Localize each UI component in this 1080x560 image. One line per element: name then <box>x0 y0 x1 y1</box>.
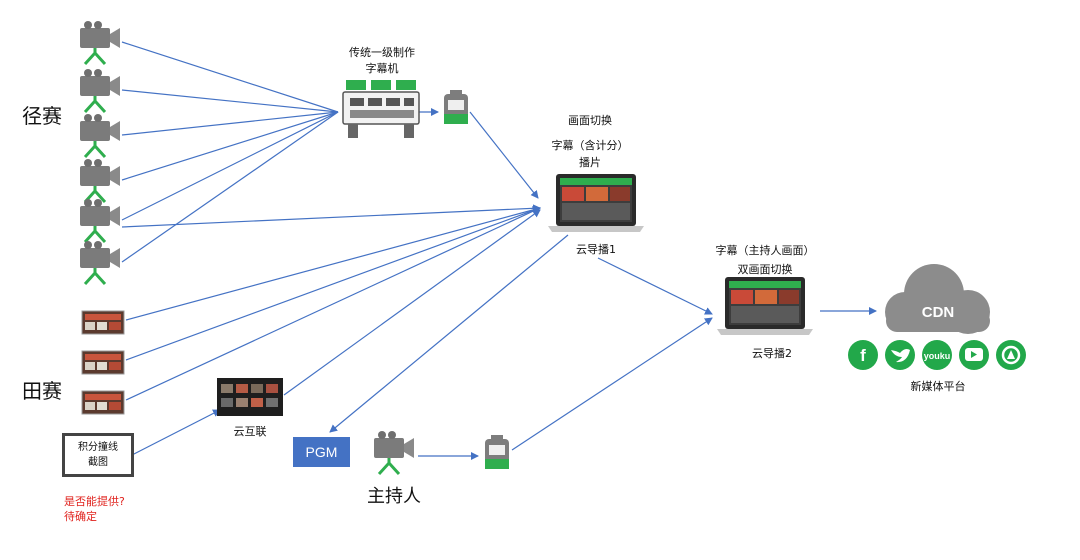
score-box-line1: 积分撞线 <box>78 442 118 453</box>
field-group-label: 田赛 <box>22 379 62 403</box>
director1-note-captions: 字幕（含计分） <box>551 139 629 152</box>
director1-note-playback: 播片 <box>579 156 601 169</box>
caption-machine-icon <box>342 80 420 138</box>
cloud-link-label: 云互联 <box>233 425 267 438</box>
track-group-label: 径赛 <box>22 104 62 128</box>
director1-note-switch: 画面切换 <box>568 114 612 127</box>
cloud-director-2-laptop-icon <box>717 277 813 335</box>
encoder-icon <box>444 90 468 124</box>
camera-icon <box>78 239 122 286</box>
track-cameras <box>78 19 122 286</box>
host-camera-icon <box>372 429 416 476</box>
youku-icon <box>922 340 952 370</box>
cdn-label: CDN <box>922 304 955 321</box>
platform-glyph: youku <box>924 351 951 361</box>
connector-lines <box>121 41 877 460</box>
question-note-line1: 是否能提供? <box>64 495 125 508</box>
video-thumbnail <box>81 350 125 375</box>
score-box-line2: 截图 <box>88 457 108 468</box>
score-screenshot-box: 积分撞线 截图 <box>62 433 134 477</box>
camera-icon <box>78 157 122 204</box>
question-note-line2: 待确定 <box>64 510 97 523</box>
new-media-platform-label: 新媒体平台 <box>910 380 966 393</box>
director2-note-captions: 字幕（主持人画面） <box>715 244 815 257</box>
facebook-icon <box>848 340 878 370</box>
cdn-cloud-icon <box>885 264 990 334</box>
camera-icon <box>78 197 122 244</box>
pgm-box: PGM <box>293 437 350 467</box>
caption-machine-subtitle: 字幕机 <box>365 62 399 75</box>
cloud-director-1-label: 云导播1 <box>576 243 616 256</box>
cloud-link-screen-icon <box>217 378 283 416</box>
caption-machine-title: 传统一级制作 <box>349 46 415 59</box>
cloud-director-1-laptop-icon <box>548 174 644 232</box>
field-thumbnails <box>81 310 125 415</box>
platform-glyph: f <box>860 346 866 365</box>
director2-note-dual-switch: 双画面切换 <box>737 263 793 276</box>
camera-icon <box>78 19 122 66</box>
camera-icon <box>78 67 122 114</box>
camera-icon <box>78 112 122 159</box>
platform-icons: f youku <box>848 340 1026 370</box>
encoder-icon <box>485 435 509 469</box>
host-label: 主持人 <box>367 486 421 507</box>
video-thumbnail <box>81 310 125 335</box>
cloud-director-2-label: 云导播2 <box>752 347 792 360</box>
video-thumbnail <box>81 390 125 415</box>
pgm-label: PGM <box>305 444 338 460</box>
